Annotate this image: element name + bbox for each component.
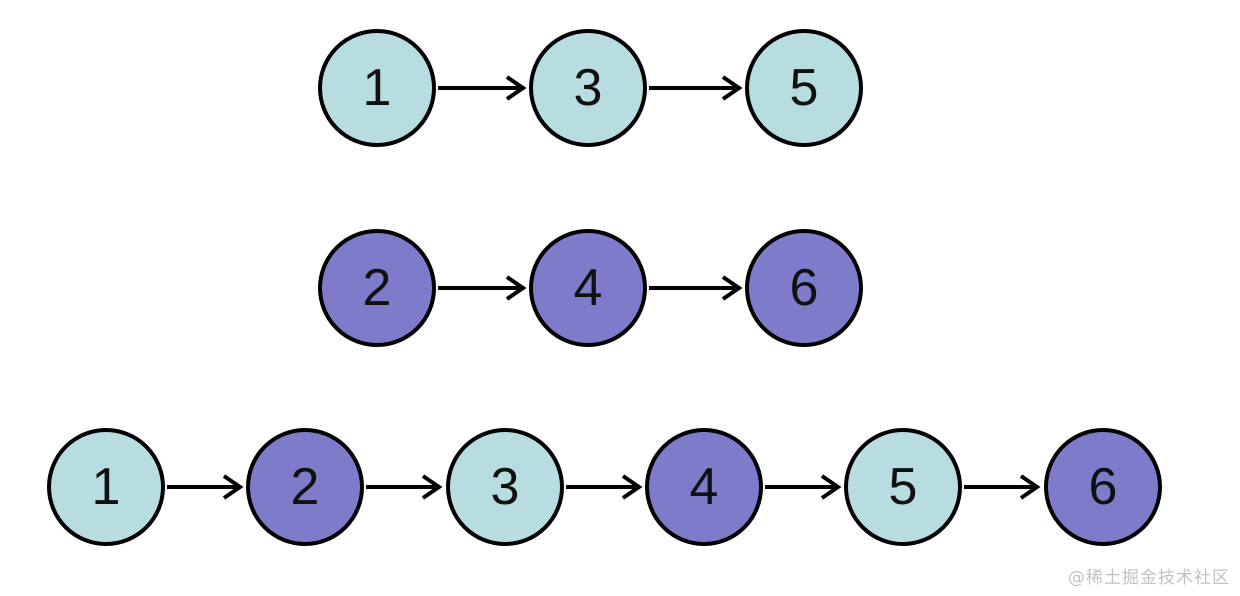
list-node: 1 <box>318 29 436 147</box>
list-node: 6 <box>1044 428 1162 546</box>
arrow-right-icon <box>649 75 743 101</box>
arrow-right-icon <box>167 474 244 500</box>
node-value: 4 <box>573 259 603 317</box>
node-value: 3 <box>490 458 520 516</box>
list-node: 6 <box>745 229 863 347</box>
arrow-right-icon <box>438 75 527 101</box>
list-node: 5 <box>745 29 863 147</box>
node-value: 6 <box>1088 458 1118 516</box>
arrow-right-icon <box>438 275 527 301</box>
node-value: 2 <box>362 259 392 317</box>
list-node: 4 <box>645 428 763 546</box>
list-node: 5 <box>844 428 962 546</box>
node-value: 4 <box>689 458 719 516</box>
watermark: @稀土掘金技术社区 <box>1068 568 1230 588</box>
list-node: 1 <box>47 428 165 546</box>
list-node: 2 <box>246 428 364 546</box>
node-value: 5 <box>789 59 819 117</box>
arrow-right-icon <box>964 474 1041 500</box>
list-node: 2 <box>318 229 436 347</box>
node-value: 3 <box>573 59 603 117</box>
node-value: 6 <box>789 259 819 317</box>
node-value: 2 <box>290 458 320 516</box>
node-value: 1 <box>362 59 392 117</box>
node-value: 5 <box>888 458 918 516</box>
arrow-right-icon <box>649 275 743 301</box>
arrow-right-icon <box>765 474 842 500</box>
list-node: 3 <box>446 428 564 546</box>
list-node: 3 <box>529 29 647 147</box>
node-value: 1 <box>91 458 121 516</box>
list-node: 4 <box>529 229 647 347</box>
arrow-right-icon <box>366 474 443 500</box>
arrow-right-icon <box>566 474 643 500</box>
